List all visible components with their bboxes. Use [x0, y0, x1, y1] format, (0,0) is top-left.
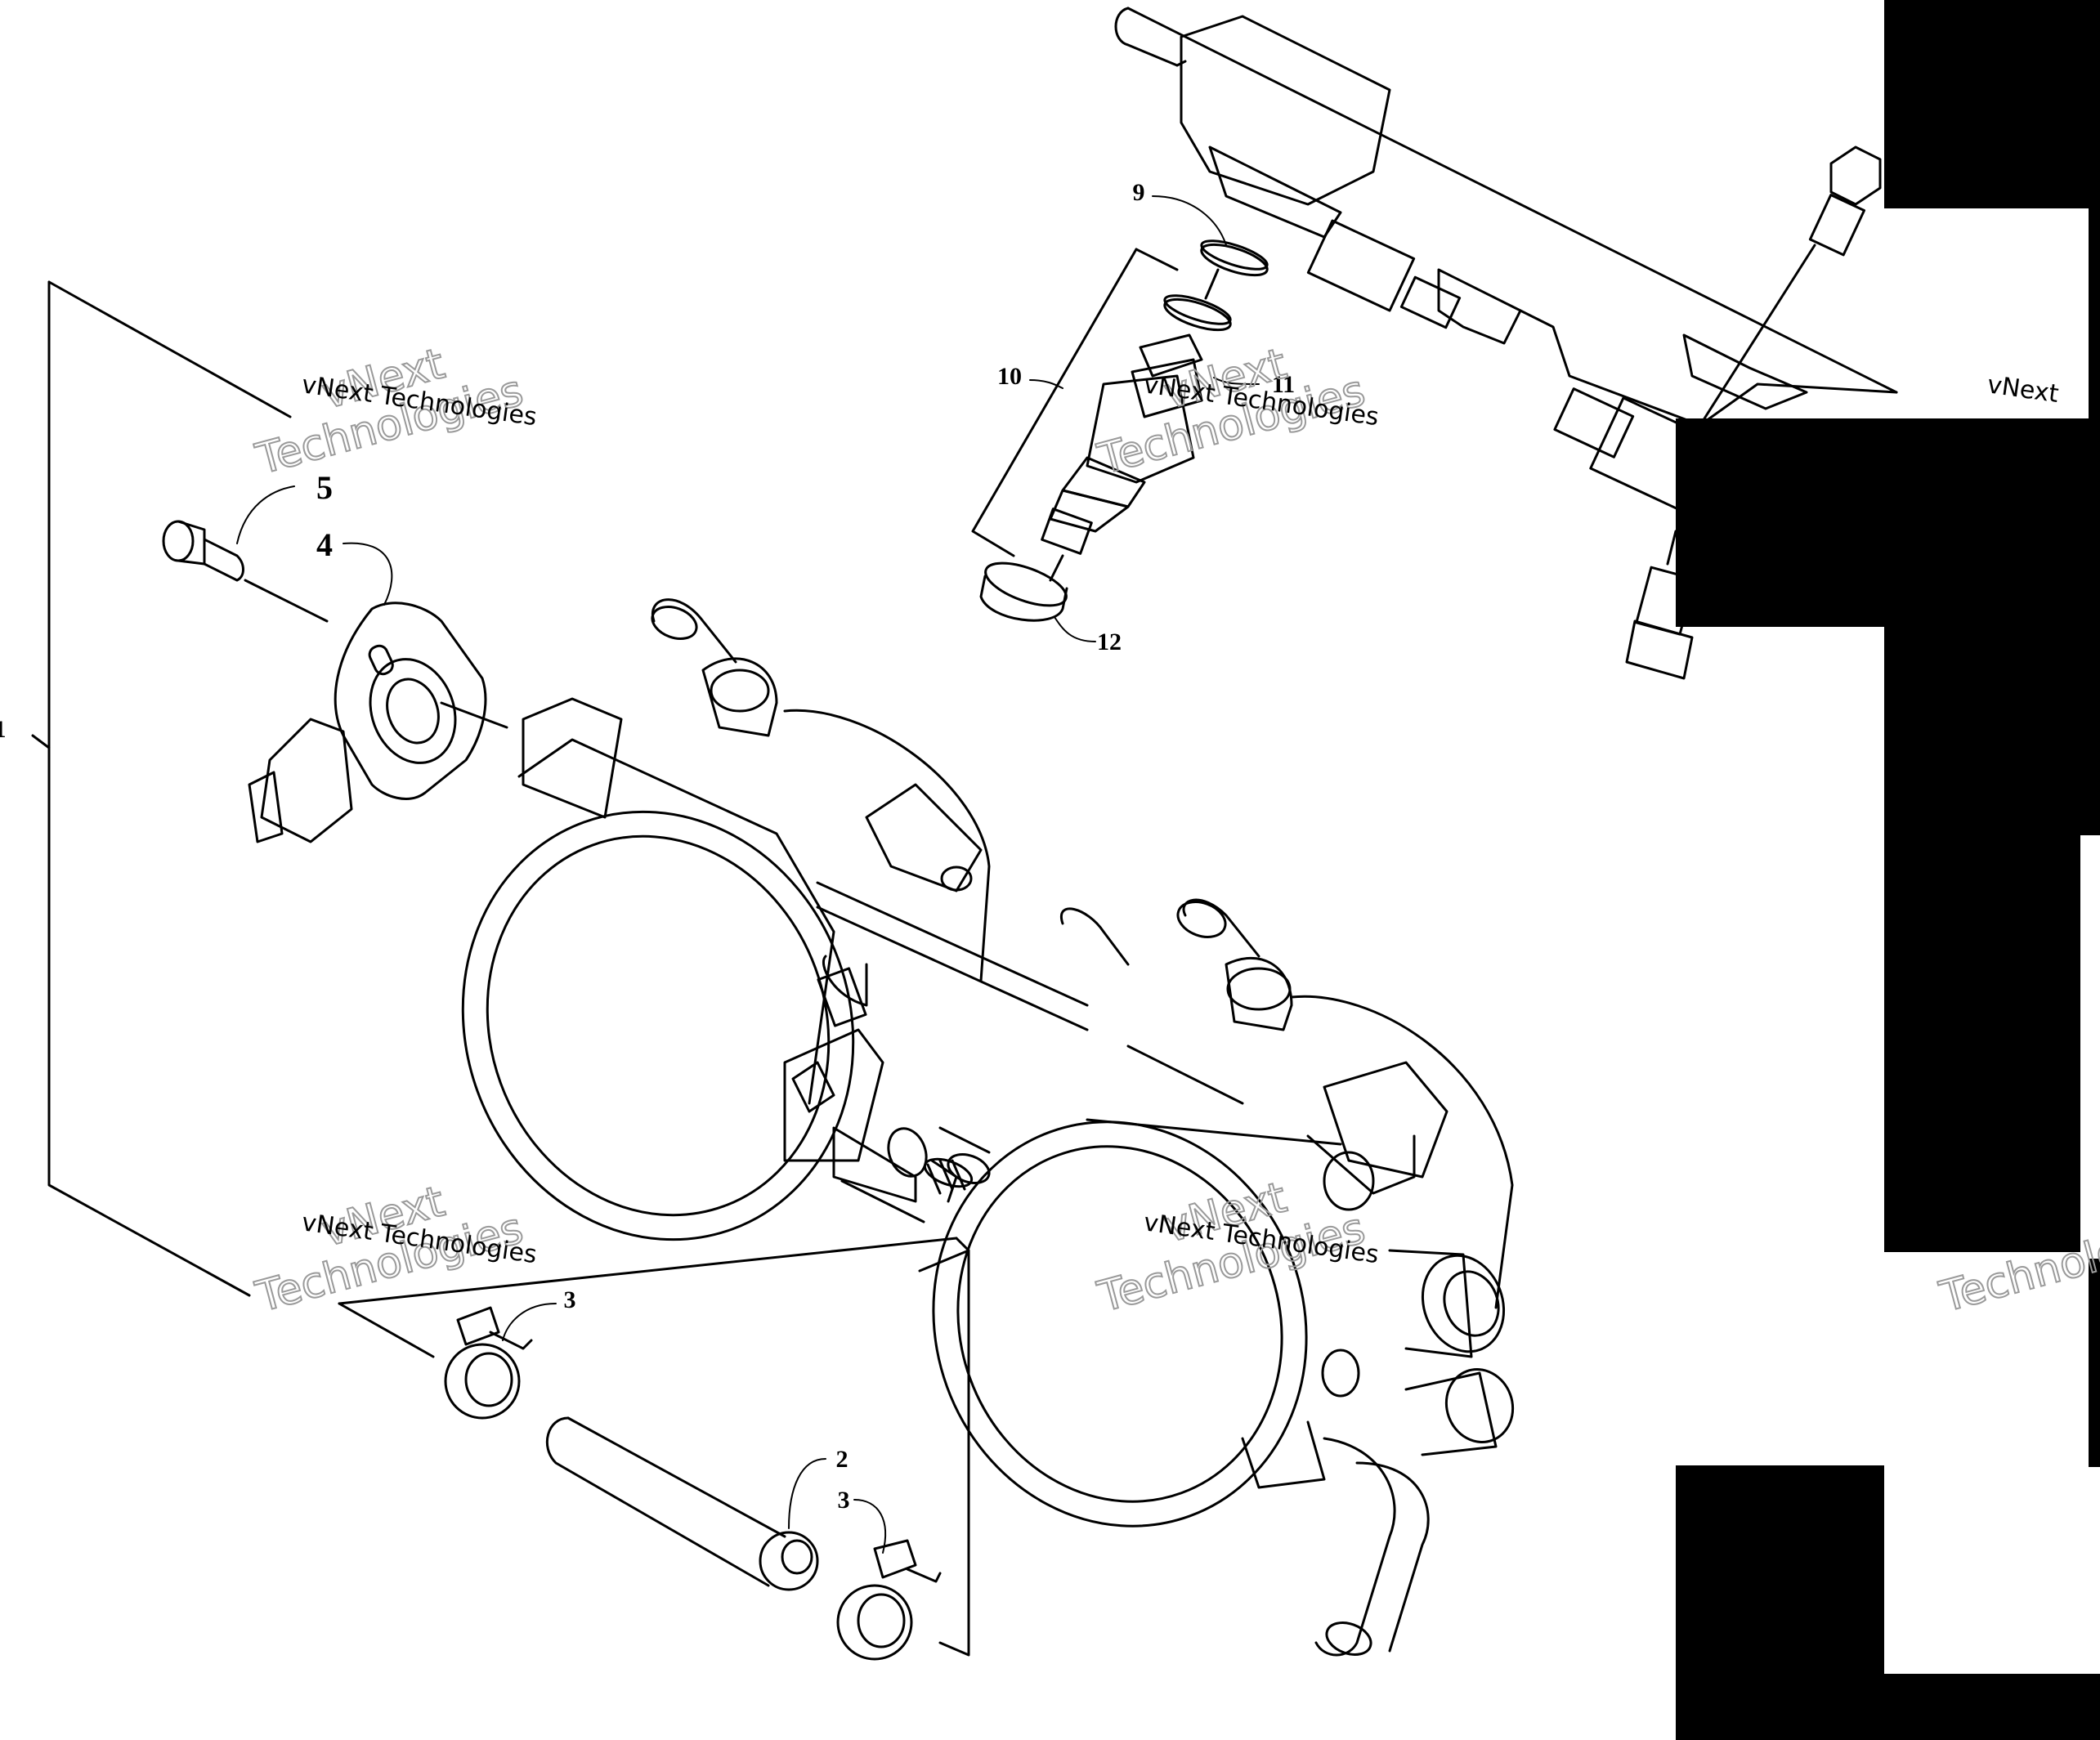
redaction-block [2089, 208, 2100, 421]
o-ring-9 [1200, 239, 1269, 277]
part-number-3-upper: 3 [564, 1286, 576, 1313]
part-number-2: 2 [836, 1446, 849, 1473]
part-number-labels: 1 2 3 3 4 5 9 10 11 12 [0, 179, 1295, 1514]
part-number-9: 9 [1133, 179, 1145, 206]
part-number-10: 10 [997, 363, 1022, 390]
fuel-injector-10 [1041, 333, 1203, 582]
injector-10-bracket [971, 248, 1179, 557]
leader-9 [1152, 195, 1227, 246]
throttle-body-right [932, 898, 1515, 1657]
redaction-block [2089, 1259, 2100, 1467]
seal-12 [979, 561, 1068, 622]
hose-clamp-3-upper [444, 1306, 533, 1420]
assembly-bracket [31, 280, 292, 1297]
leader-3-lower [853, 1499, 887, 1554]
part-number-11: 11 [1272, 371, 1295, 398]
part-number-5: 5 [316, 469, 333, 506]
leader-2 [788, 1458, 826, 1529]
redaction-block [1884, 1674, 2100, 1740]
bolt-5 [162, 520, 244, 582]
redaction-block [1676, 418, 2100, 627]
hose-2 [545, 1416, 819, 1591]
o-ring-11 [1163, 294, 1232, 332]
leader-5 [236, 485, 295, 544]
redaction-block [1676, 1465, 1884, 1740]
redaction-block [1884, 1044, 2080, 1252]
hose-clamp-3-lower [836, 1539, 942, 1661]
leader-12 [1054, 616, 1096, 642]
hose-bracket [338, 1237, 970, 1657]
leader-4 [343, 542, 393, 606]
throttle-body-left [461, 598, 1089, 1241]
redaction-block [1884, 627, 2100, 835]
part-number-12: 12 [1097, 628, 1122, 655]
redaction-block [1884, 0, 2100, 208]
leader-3-upper [502, 1303, 557, 1341]
part-number-1: 1 [0, 716, 7, 743]
callout-leaders [236, 195, 1260, 1554]
leader-10 [1029, 379, 1063, 389]
throttle-position-sensor-4 [248, 602, 508, 843]
part-number-4: 4 [316, 526, 333, 563]
redaction-block [1884, 835, 2080, 1044]
leader-11 [1213, 377, 1260, 385]
part-number-3-lower: 3 [838, 1487, 850, 1514]
redaction-blocks [1676, 0, 2100, 1740]
idle-screw [923, 1157, 974, 1195]
